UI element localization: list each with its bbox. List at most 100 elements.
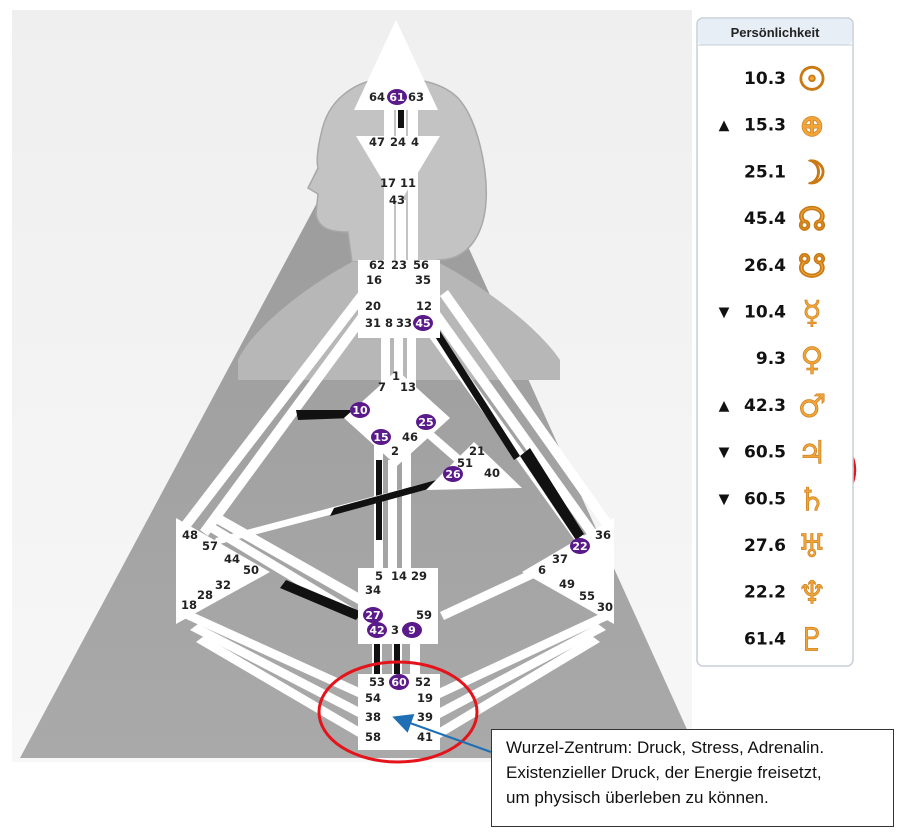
gate-12: 12	[416, 299, 432, 313]
gate-19: 19	[417, 691, 433, 705]
gate-36: 36	[595, 528, 611, 542]
gate-label: 57	[202, 539, 218, 553]
gate-54: 54	[365, 691, 381, 705]
gate-label: 34	[365, 583, 381, 597]
planet-row: 45.4☊	[744, 200, 826, 239]
gate-62: 62	[369, 258, 385, 272]
gate-2: 2	[391, 444, 399, 458]
gate-26: 26	[443, 466, 463, 482]
gate-27: 27	[363, 607, 383, 623]
gate-22-active-marker	[570, 538, 590, 554]
gate-10-active-marker	[350, 402, 370, 418]
gate-45: 45	[413, 315, 433, 331]
planet-row: ▼60.5♃	[719, 433, 827, 472]
planet-gate-value: 42.3	[744, 396, 786, 416]
planet-direction-arrow: ▲	[719, 398, 730, 414]
planet-row: ▲15.3⊕	[719, 106, 826, 145]
gate-5: 5	[375, 569, 383, 583]
gate-20: 20	[365, 299, 381, 313]
gate-label: 6	[538, 563, 546, 577]
gate-label: 21	[469, 444, 485, 458]
g-center	[344, 370, 450, 466]
gate-30: 30	[597, 600, 613, 614]
channels	[182, 108, 612, 738]
gate-31: 31	[365, 316, 381, 330]
neptune-icon: ♆	[798, 574, 827, 612]
saturn-icon: ♄	[798, 480, 827, 518]
gate-7: 7	[378, 380, 386, 394]
gate-52: 52	[415, 675, 431, 689]
gate-34: 34	[365, 583, 381, 597]
gate-label: 3	[391, 623, 399, 637]
gate-43: 43	[389, 193, 405, 207]
personality-panel: Persönlichkeit 10.3☉▲15.3⊕25.1☽45.4☊26.4…	[696, 17, 854, 667]
gate-8: 8	[385, 316, 393, 330]
gate-label: 39	[417, 710, 433, 724]
gate-label: 64	[369, 90, 385, 104]
planet-gate-value: 22.2	[744, 583, 786, 603]
gate-label: 14	[391, 569, 407, 583]
gate-label: 9	[408, 624, 416, 637]
gate-label: 63	[408, 90, 424, 104]
gate-label: 58	[365, 730, 381, 744]
note-line-3: um physisch überleben zu können.	[506, 788, 769, 807]
gate-33: 33	[396, 316, 412, 330]
note-line-1: Wurzel-Zentrum: Druck, Stress, Adrenalin…	[506, 738, 825, 757]
solar-plexus-center	[522, 518, 614, 624]
gate-label: 2	[391, 444, 399, 458]
gate-42-active-marker	[367, 622, 387, 638]
planet-gate-value: 60.5	[744, 443, 786, 463]
planet-row: 61.4♇	[744, 620, 827, 659]
mercury-icon: ☿	[802, 294, 822, 332]
gate-label: 62	[369, 258, 385, 272]
gate-22: 22	[570, 538, 590, 554]
gate-label: 61	[389, 91, 404, 104]
gate-3: 3	[391, 623, 399, 637]
gate-63: 63	[408, 90, 424, 104]
gate-11: 11	[400, 176, 416, 190]
gate-32: 32	[215, 578, 231, 592]
gate-10: 10	[350, 402, 370, 418]
gate-label: 46	[402, 430, 418, 444]
gate-label: 32	[215, 578, 231, 592]
gate-9: 9	[402, 622, 422, 638]
planet-row: 9.3♀	[756, 340, 824, 379]
gate-label: 48	[182, 528, 198, 542]
moon-icon: ☽	[798, 153, 827, 191]
gate-label: 49	[559, 577, 575, 591]
gate-40: 40	[484, 466, 500, 480]
planet-row: 22.2 ♆	[744, 573, 827, 612]
gate-label: 7	[378, 380, 386, 394]
gate-label: 5	[375, 569, 383, 583]
gate-45-active-marker	[413, 315, 433, 331]
head-center	[354, 20, 438, 110]
gate-label: 35	[415, 273, 431, 287]
gate-label: 12	[416, 299, 432, 313]
gate-28: 28	[197, 588, 213, 602]
gate-25: 25	[416, 414, 436, 430]
planet-gate-value: 27.6	[744, 536, 786, 556]
gate-47: 47	[369, 135, 385, 149]
gate-label: 41	[417, 730, 433, 744]
gate-51: 51	[457, 456, 473, 470]
gate-label: 29	[411, 569, 427, 583]
gate-label: 42	[369, 624, 384, 637]
gate-label: 40	[484, 466, 500, 480]
gate-60: 60	[389, 674, 409, 690]
gate-61-active-marker	[387, 89, 407, 105]
planet-gate-value: 10.4	[744, 303, 786, 323]
gate-14: 14	[391, 569, 407, 583]
gate-37: 37	[552, 552, 568, 566]
planet-gate-value: 60.5	[744, 489, 786, 509]
gate-59: 59	[416, 608, 432, 622]
gate-label: 19	[417, 691, 433, 705]
gate-21: 21	[469, 444, 485, 458]
gate-38: 38	[365, 710, 381, 724]
planet-row: 10.3☉	[744, 60, 827, 99]
planet-gate-value: 15.3	[744, 116, 786, 136]
gate-41: 41	[417, 730, 433, 744]
gate-6: 6	[538, 563, 546, 577]
gate-label: 4	[411, 135, 419, 149]
ajna-center	[356, 136, 440, 206]
